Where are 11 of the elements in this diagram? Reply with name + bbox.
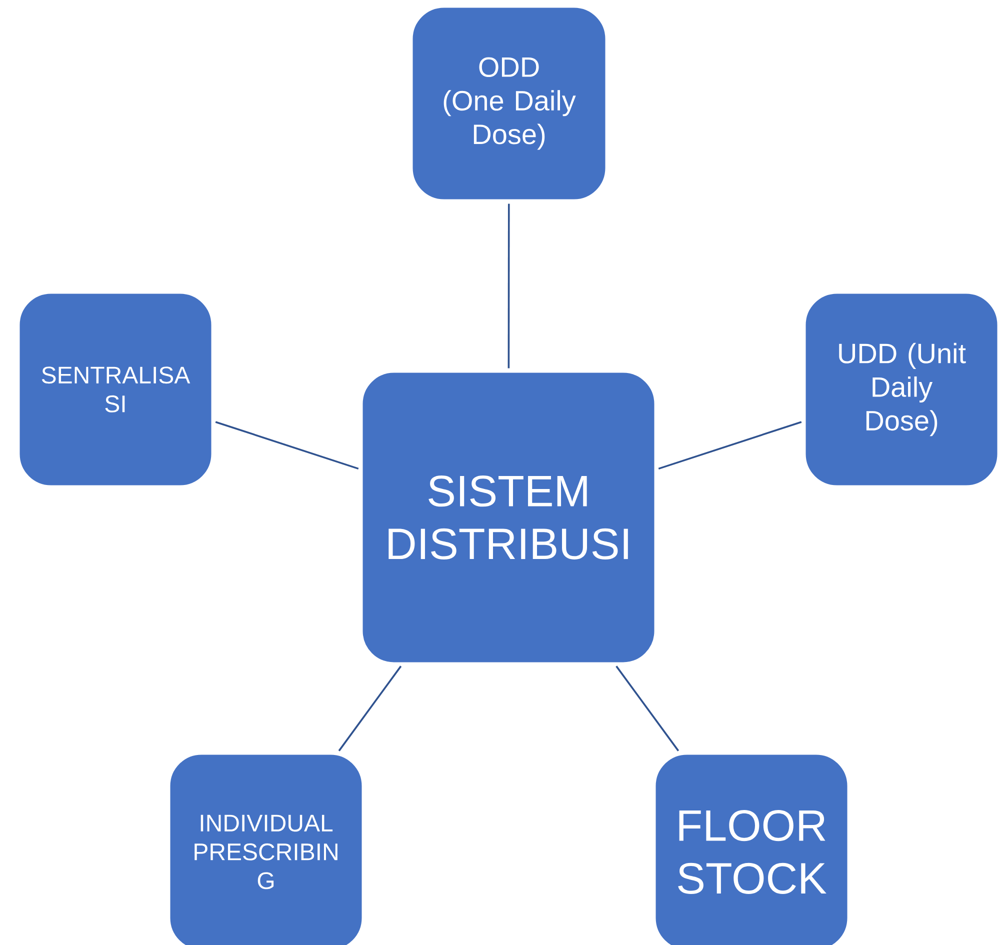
rounded-box: FLOOR STOCK <box>654 753 849 945</box>
connector-line <box>215 421 359 470</box>
rounded-box: SISTEM DISTRIBUSI <box>361 371 656 664</box>
rounded-box: INDIVIDUAL PRESCRIBIN G <box>168 753 364 945</box>
rounded-box: ODD (One Daily Dose) <box>411 6 607 201</box>
rounded-box: UDD (Unit Daily Dose) <box>804 292 999 487</box>
connector-line <box>338 666 402 752</box>
connector-line <box>616 666 680 752</box>
connector-line <box>508 204 510 368</box>
connector-line <box>658 421 802 470</box>
rounded-box: SENTRALISA SI <box>18 292 213 487</box>
